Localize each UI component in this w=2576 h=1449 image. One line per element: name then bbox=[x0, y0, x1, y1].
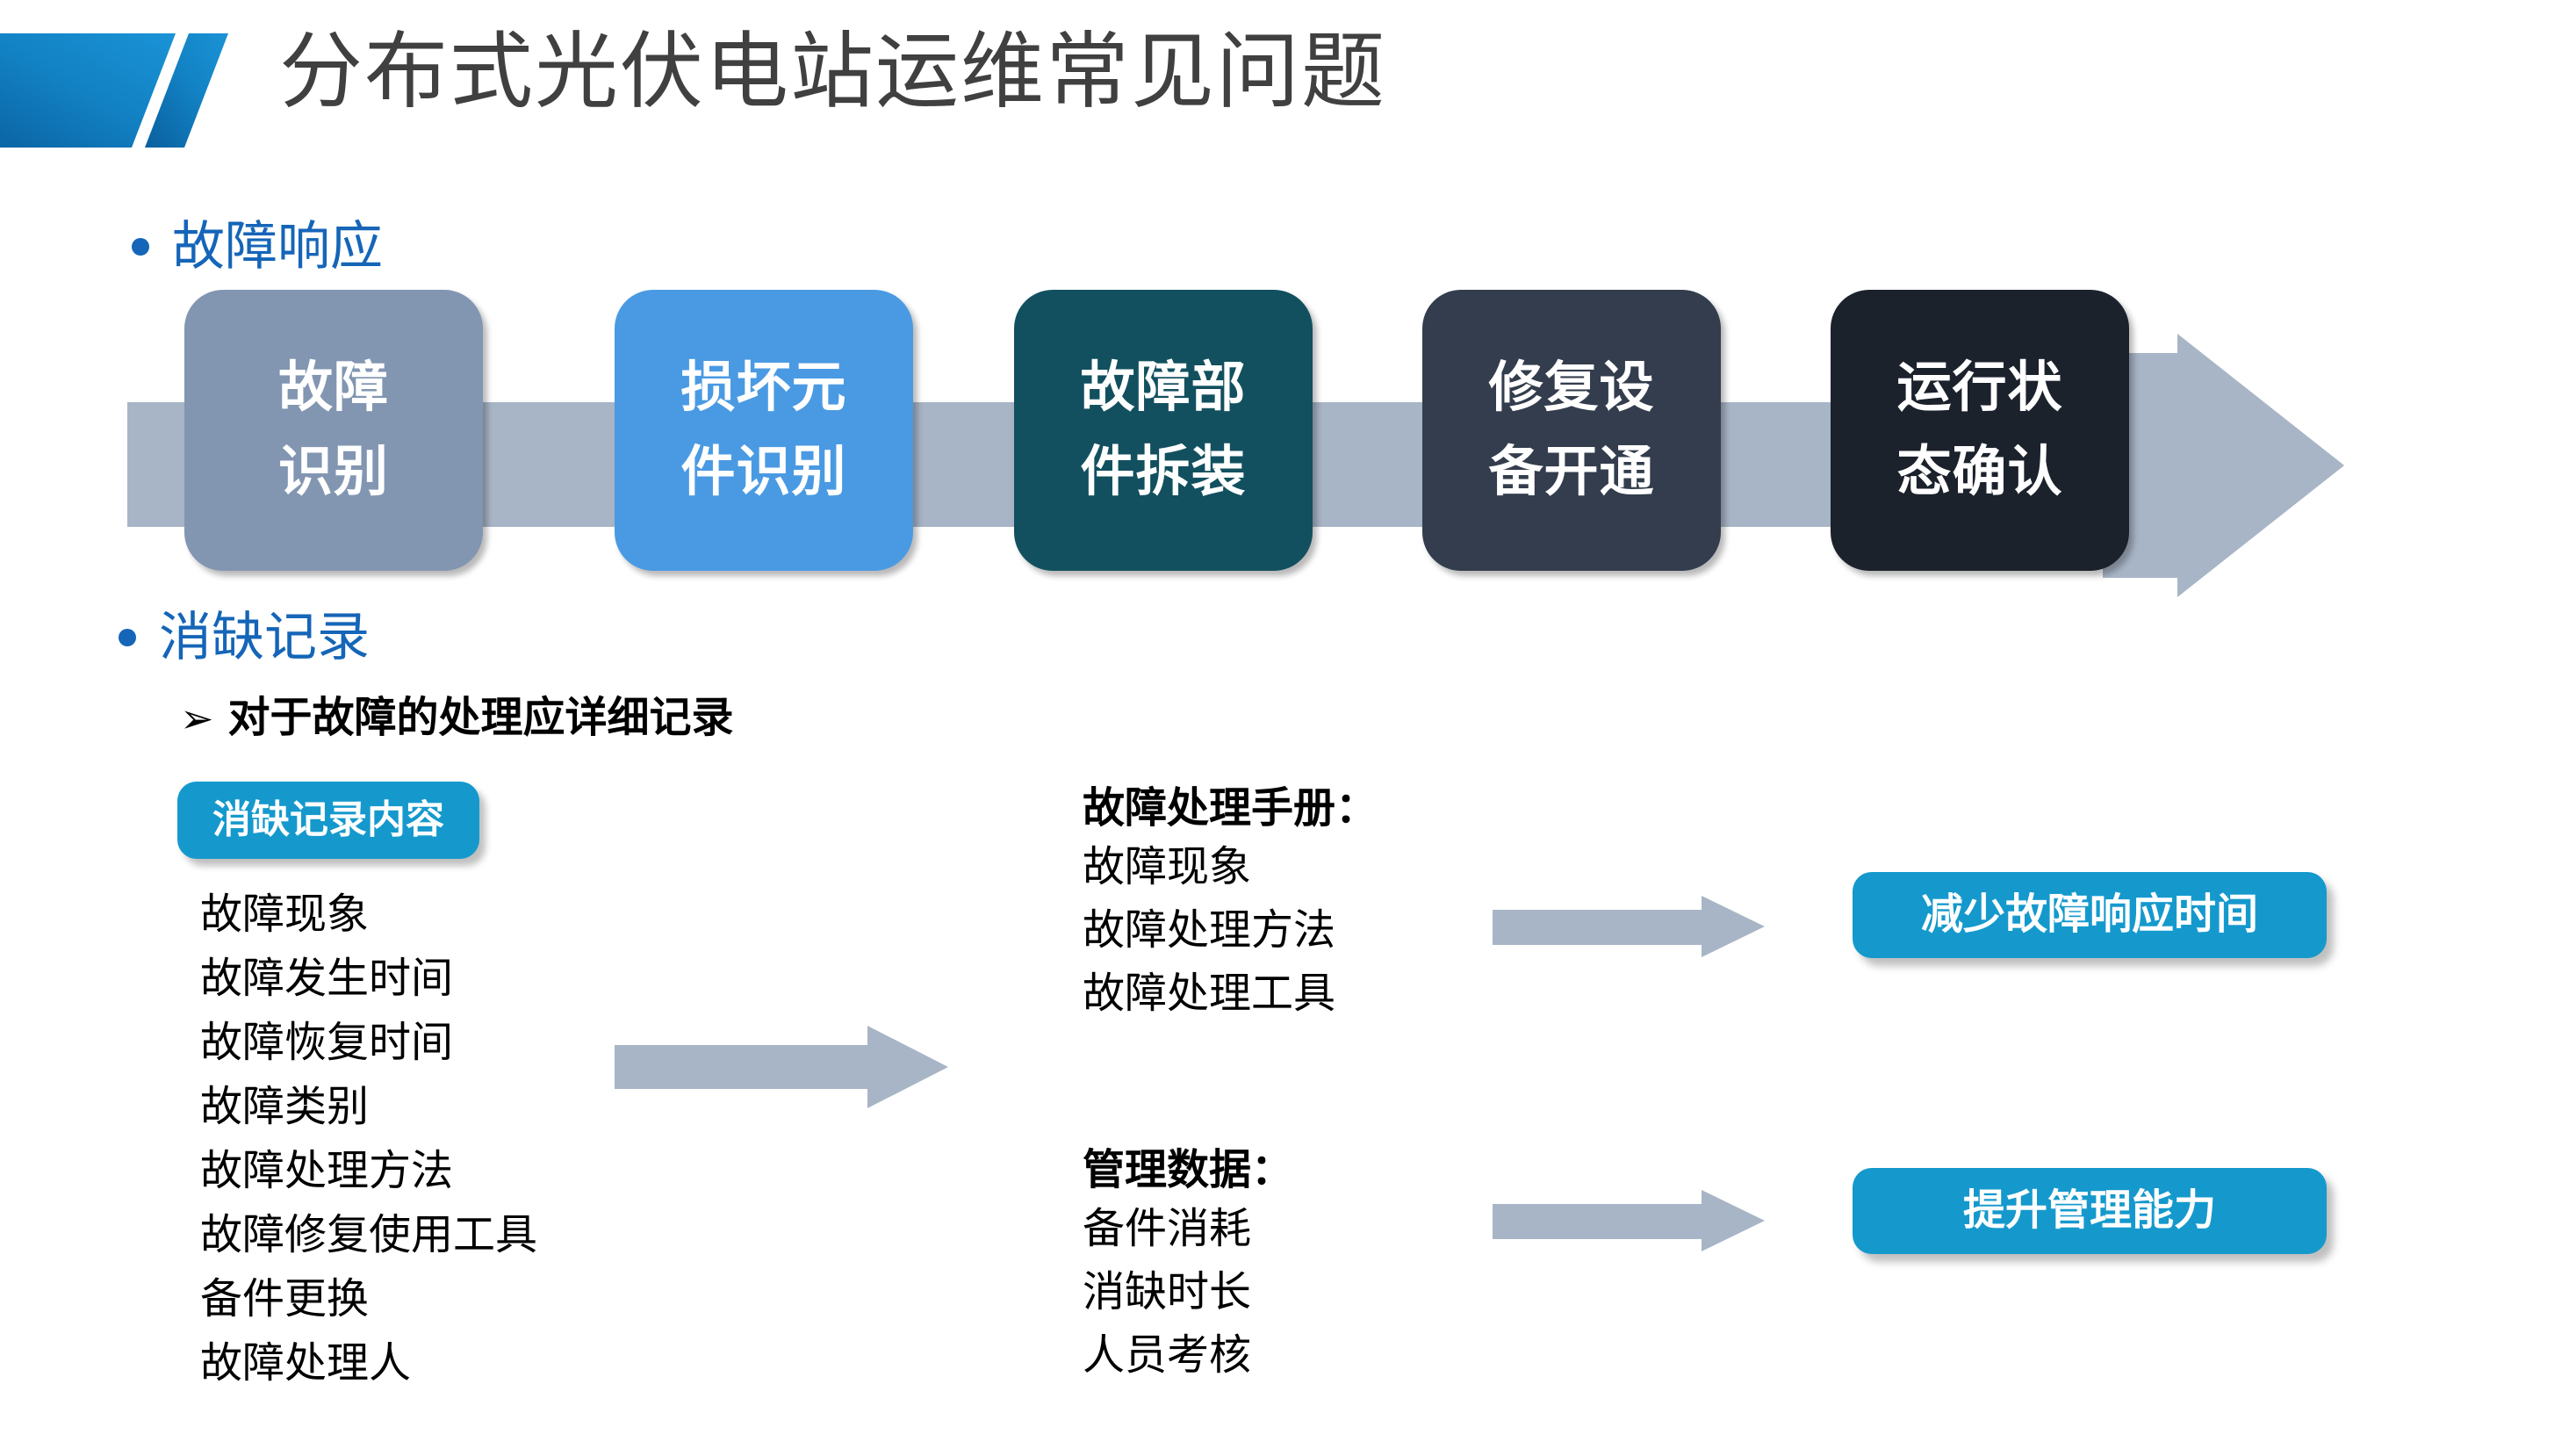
result-badge-label: 提升管理能力 bbox=[1962, 1187, 2216, 1234]
flow-step-damaged-part-identification[interactable]: 损坏元 件识别 bbox=[615, 290, 913, 571]
bullet-dot-icon bbox=[132, 238, 149, 256]
flow-step-line: 识别 bbox=[277, 442, 389, 502]
group-fault-handling-manual: 故障处理手册： 故障现象 故障处理方法 故障处理工具 bbox=[1083, 782, 1378, 1026]
list-item: 故障处理人 bbox=[200, 1340, 412, 1387]
arrow-head bbox=[1702, 896, 1765, 957]
record-content-badge[interactable]: 消缺记录内容 bbox=[177, 782, 479, 859]
list-item: 故障处理方法 bbox=[200, 1148, 454, 1194]
group-management-data: 管理数据： 备件消耗 消缺时长 人员考核 bbox=[1083, 1143, 1293, 1388]
arrow-shaft bbox=[615, 1045, 869, 1089]
arrow-head bbox=[867, 1026, 948, 1108]
arrow-list-to-middle-icon bbox=[615, 1026, 948, 1108]
arrow-shaft bbox=[1493, 1204, 1703, 1239]
bullet-dot-icon bbox=[119, 629, 136, 646]
list-item: 故障处理方法 bbox=[1083, 907, 1336, 954]
flow-step-repair-and-restore[interactable]: 修复设 备开通 bbox=[1422, 290, 1721, 571]
result-badge-improve-management[interactable]: 提升管理能力 bbox=[1853, 1168, 2327, 1254]
result-badge-reduce-response-time[interactable]: 减少故障响应时间 bbox=[1853, 872, 2327, 958]
list-item: 故障恢复时间 bbox=[200, 1020, 454, 1066]
list-item: 故障类别 bbox=[200, 1084, 370, 1130]
flow-step-part-disassembly[interactable]: 故障部 件拆装 bbox=[1014, 290, 1313, 571]
group-title: 故障处理手册： bbox=[1083, 785, 1378, 832]
flow-step-line: 件拆装 bbox=[1080, 442, 1247, 502]
fault-response-process-flow: 故障 识别 损坏元 件识别 故障部 件拆装 修复设 备开通 运行状 态确认 bbox=[0, 290, 2576, 606]
arrow-head bbox=[1702, 1190, 1765, 1251]
flow-step-fault-identification[interactable]: 故障 识别 bbox=[184, 290, 483, 571]
list-item: 消缺时长 bbox=[1083, 1269, 1252, 1316]
arrow-mgmt-to-result-icon bbox=[1493, 1190, 1774, 1251]
flow-step-line: 备开通 bbox=[1488, 442, 1655, 502]
parallelogram-logo-icon bbox=[0, 33, 228, 148]
flow-step-line: 运行状 bbox=[1896, 357, 2063, 418]
list-item: 故障现象 bbox=[200, 891, 370, 938]
flow-step-line: 修复设 bbox=[1488, 357, 1655, 418]
list-item: 故障发生时间 bbox=[200, 955, 454, 1002]
flow-step-line: 件识别 bbox=[680, 442, 847, 502]
page-title: 分布式光伏电站运维常见问题 bbox=[279, 25, 1387, 119]
subbullet-label: 对于故障的处理应详细记录 bbox=[227, 695, 734, 741]
bullet-fault-response-label: 故障响应 bbox=[172, 217, 383, 276]
record-content-list: 故障现象 故障发生时间 故障恢复时间 故障类别 故障处理方法 故障修复使用工具 … bbox=[200, 883, 537, 1395]
bullet-defect-record-label: 消缺记录 bbox=[159, 608, 370, 667]
flow-step-line: 故障 bbox=[277, 357, 389, 418]
arrow-shaft bbox=[1493, 910, 1703, 945]
list-item: 备件消耗 bbox=[1083, 1206, 1252, 1252]
flow-step-line: 损坏元 bbox=[680, 357, 847, 418]
flow-arrowhead-icon bbox=[2177, 334, 2344, 597]
arrow-manual-to-result-icon bbox=[1493, 896, 1774, 957]
triangle-right-icon: ➢ bbox=[180, 696, 214, 741]
bullet-defect-record: 消缺记录 bbox=[119, 606, 370, 669]
result-badge-label: 减少故障响应时间 bbox=[1920, 891, 2258, 938]
list-item: 故障处理工具 bbox=[1083, 970, 1336, 1017]
list-item: 备件更换 bbox=[200, 1276, 370, 1323]
list-item: 故障修复使用工具 bbox=[200, 1212, 538, 1258]
bullet-fault-response: 故障响应 bbox=[132, 215, 383, 278]
subbullet-detailed-record: ➢ 对于故障的处理应详细记录 bbox=[180, 694, 734, 743]
flow-step-line: 故障部 bbox=[1080, 357, 1247, 418]
flow-step-line: 态确认 bbox=[1896, 442, 2063, 502]
record-content-badge-label: 消缺记录内容 bbox=[212, 798, 444, 841]
list-item: 故障现象 bbox=[1083, 844, 1252, 890]
group-title: 管理数据： bbox=[1083, 1147, 1294, 1193]
flow-step-status-confirmation[interactable]: 运行状 态确认 bbox=[1831, 290, 2129, 571]
list-item: 人员考核 bbox=[1083, 1332, 1252, 1379]
